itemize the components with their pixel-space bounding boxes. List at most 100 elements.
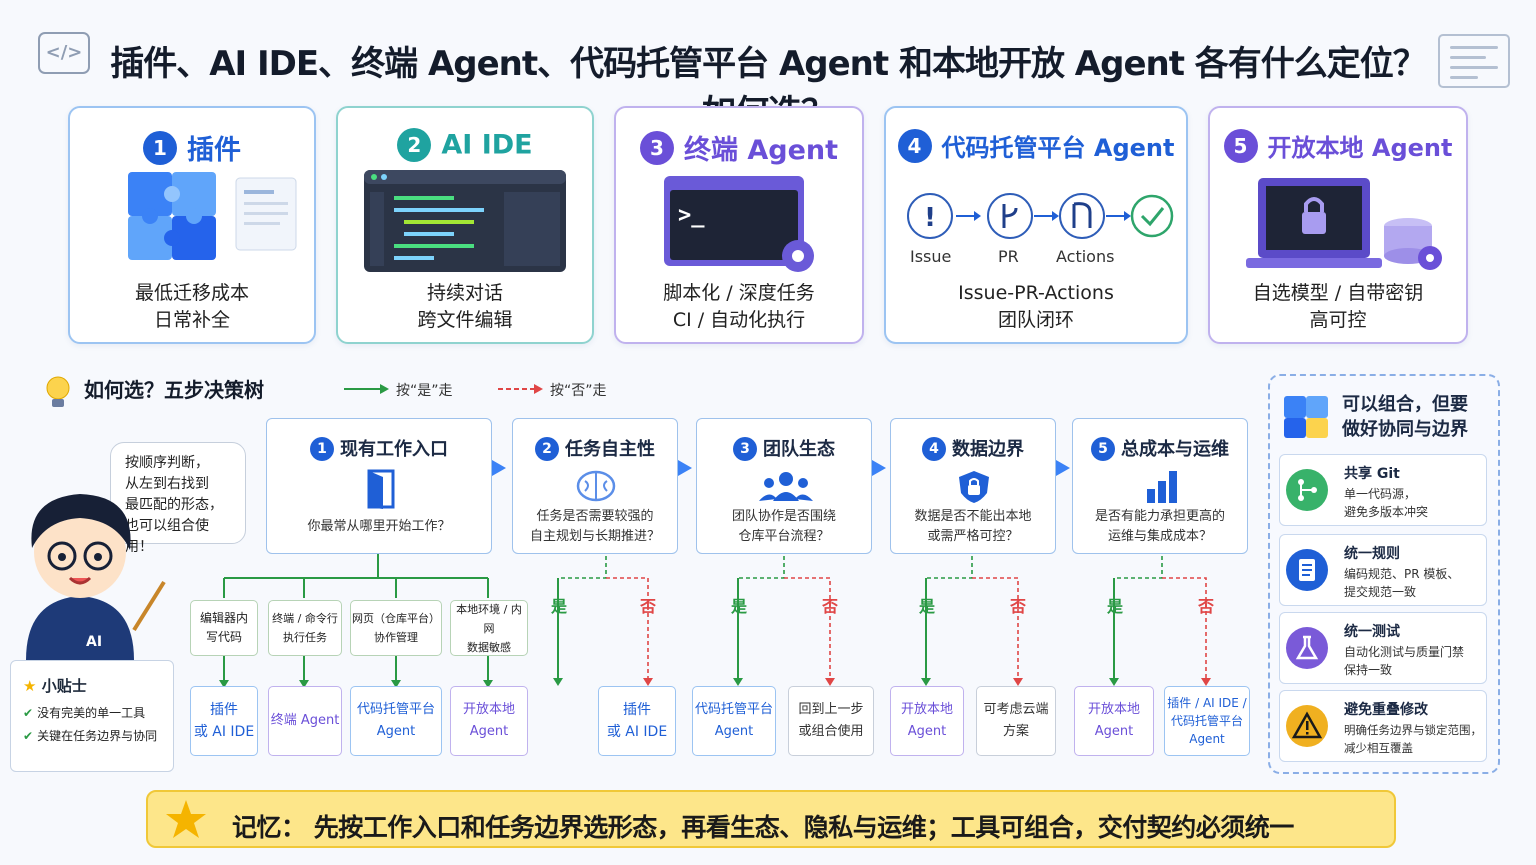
combine-title-line: 做好协同与边界 — [1342, 419, 1468, 440]
bar-chart-icon — [1147, 471, 1177, 503]
entry-local: 本地环境 / 内网 数据敏感 — [450, 600, 528, 656]
card-number: 4 — [897, 128, 932, 163]
legend-yes: 按“是”走 — [396, 383, 453, 399]
result-plugin-ide: 插件 或 AI IDE — [190, 686, 258, 756]
shield-lock-icon — [959, 471, 989, 503]
step-number: 2 — [535, 437, 559, 461]
card-number: 1 — [143, 130, 177, 165]
decision-title: 如何选？五步决策树 — [84, 378, 264, 402]
combine-item-desc: 编码规范、PR 模板、 提交规范一致 — [1344, 567, 1460, 599]
step-title: 总成本与运维 — [1121, 439, 1229, 460]
step-4: 4 数据边界 数据是否不能出本地 或需严格可控？ — [890, 418, 1056, 554]
no-label: 否 — [822, 597, 839, 616]
warning-icon — [1286, 705, 1328, 747]
combine-item-title: 统一规则 — [1344, 546, 1400, 562]
combine-title: 可以组合，但要做好协同与边界 — [1342, 392, 1468, 442]
terminal-icon: >_ — [664, 176, 814, 272]
yes-label: 是 — [919, 597, 936, 616]
combine-item-title: 避免重叠修改 — [1344, 702, 1428, 718]
combine-item-desc: 自动化测试与质量门禁 保持一致 — [1344, 645, 1465, 677]
combine-item-overlap: 避免重叠修改 明确任务边界与锁定范围， 减少相互覆盖 — [1279, 690, 1487, 762]
tips-box: ★ 小贴士 ✔没有完美的单一工具 ✔关键在任务边界与协同 — [10, 660, 174, 772]
tips-title: 小贴士 — [41, 677, 87, 695]
card-title: AI IDE — [441, 129, 533, 161]
result-step4-no: 可考虑云端 方案 — [976, 686, 1056, 756]
team-icon — [759, 472, 813, 501]
flow-label-actions: Actions — [1056, 247, 1115, 266]
step-question: 仓库平台流程？ — [738, 529, 830, 544]
entry-terminal: 终端 / 命令行 执行任务 — [268, 600, 342, 656]
yes-label: 是 — [551, 597, 568, 616]
card-desc: 最低迁移成本 — [134, 282, 249, 304]
legend-no-line — [498, 384, 543, 394]
step-title: 数据边界 — [952, 439, 1024, 460]
card-desc: 团队闭环 — [997, 309, 1074, 331]
card-title: 开放本地 Agent — [1267, 134, 1453, 162]
combine-item-title: 统一测试 — [1344, 624, 1400, 640]
no-label: 否 — [1198, 597, 1215, 616]
no-label: 否 — [640, 597, 657, 616]
step-title: 团队生态 — [763, 439, 835, 460]
combine-item-title: 共享 Git — [1344, 466, 1400, 482]
mascot-avatar: AI — [26, 494, 166, 660]
step-question: 你最常从哪里开始工作？ — [307, 519, 451, 534]
document-lines-icon — [1438, 34, 1510, 88]
star-icon — [166, 800, 206, 838]
bubble-line: 最匹配的形态， — [125, 497, 223, 513]
step-question: 数据是否不能出本地 — [914, 509, 1032, 524]
step-number: 4 — [922, 437, 946, 461]
ide-window-icon — [364, 170, 566, 272]
yes-label: 是 — [1107, 597, 1124, 616]
svg-text:AI: AI — [86, 634, 102, 650]
combine-item-desc: 单一代码源， 避免多版本冲突 — [1344, 487, 1429, 519]
card-title: 插件 — [187, 135, 241, 166]
card-desc: 持续对话 — [426, 282, 503, 304]
card-desc: CI / 自动化执行 — [672, 309, 806, 331]
flow-label-pr: PR — [998, 247, 1019, 266]
result-step5-yes: 开放本地 Agent — [1074, 686, 1154, 756]
legend-yes-line — [344, 384, 389, 394]
puzzle-icon — [1284, 396, 1328, 438]
svg-text:!: ! — [924, 203, 936, 233]
flow-label-issue: Issue — [910, 247, 952, 266]
card-number: 5 — [1223, 128, 1258, 163]
no-label: 否 — [1010, 597, 1027, 616]
check-icon: ✔ — [23, 729, 34, 743]
yes-label: 是 — [731, 597, 748, 616]
document-icon — [1286, 549, 1328, 591]
combine-item-tests: 统一测试 自动化测试与质量门禁 保持一致 — [1279, 612, 1487, 684]
result-terminal-agent: 终端 Agent — [268, 686, 342, 756]
tip-line: 关键在任务边界与协同 — [37, 729, 158, 743]
tip-line: 没有完美的单一工具 — [37, 706, 146, 720]
speech-bubble: 按顺序判断， 从左到右找到 最匹配的形态， 也可以组合使用！ — [110, 442, 246, 555]
step-question: 或需严格可控？ — [927, 529, 1019, 544]
svg-text:>_: >_ — [678, 203, 705, 228]
entry-web: 网页（仓库平台） 协作管理 — [350, 600, 442, 656]
step-question: 团队协作是否围绕 — [731, 509, 836, 524]
puzzle-icon — [128, 172, 297, 260]
bubble-line: 按顺序判断， — [125, 455, 209, 471]
step-title: 现有工作入口 — [340, 439, 448, 460]
lightbulb-icon — [46, 376, 70, 407]
step-question: 任务是否需要较强的 — [536, 509, 654, 524]
step-question: 自主规划与长期推进？ — [529, 529, 660, 544]
card-desc: 脚本化 / 深度任务 — [663, 282, 815, 304]
flask-icon — [1286, 627, 1328, 669]
combine-item-rules: 统一规则 编码规范、PR 模板、 提交规范一致 — [1279, 534, 1487, 606]
result-step5-no: 插件 / AI IDE / 代码托管平台 Agent — [1164, 686, 1250, 756]
brain-icon — [576, 470, 616, 502]
code-icon: </> — [38, 32, 90, 74]
card-number: 2 — [397, 128, 432, 162]
combine-item-desc: 明确任务边界与锁定范围， 减少相互覆盖 — [1344, 723, 1482, 755]
result-hosting-agent: 代码托管平台 Agent — [350, 686, 442, 756]
